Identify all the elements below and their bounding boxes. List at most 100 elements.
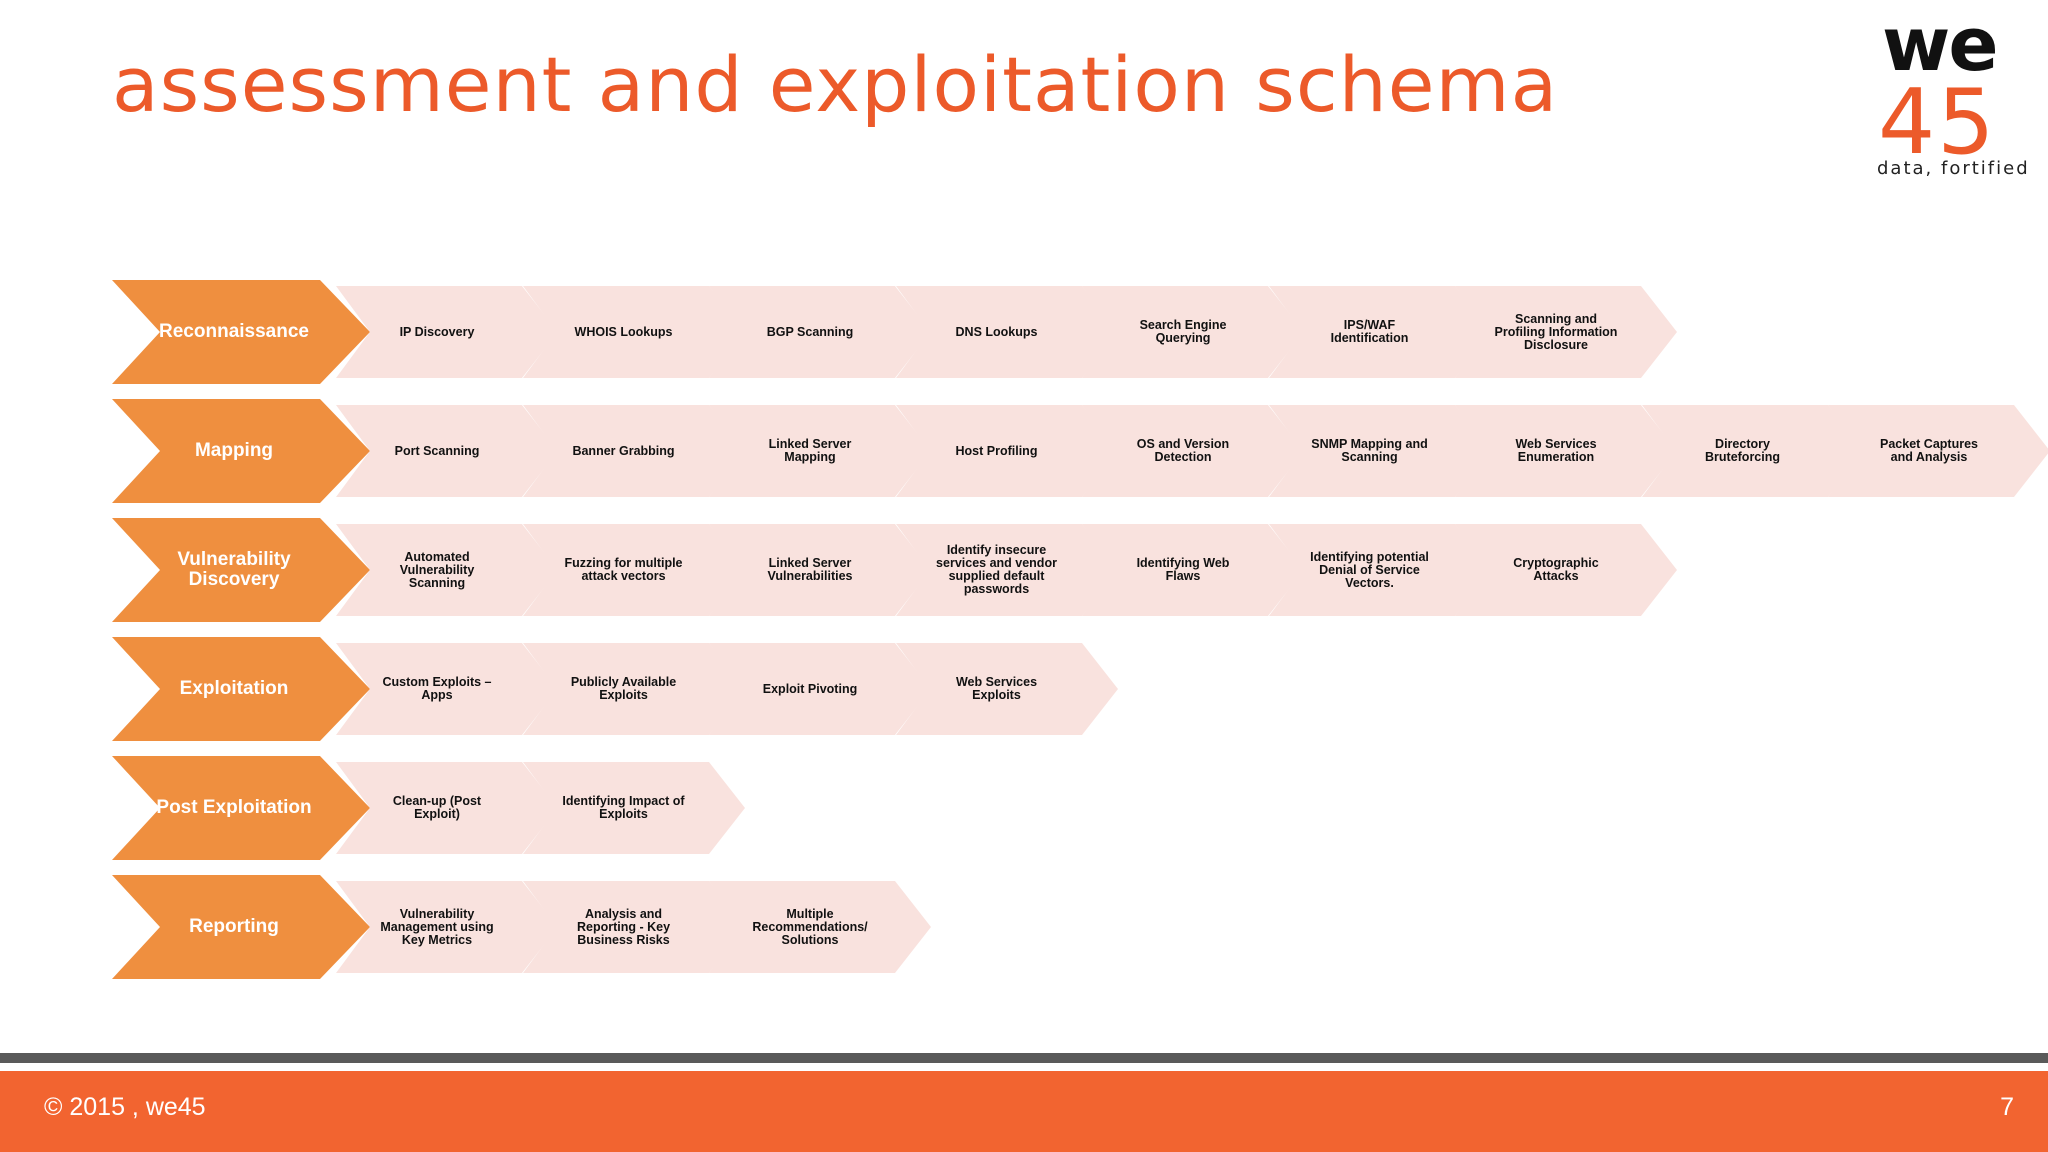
step-chevron-shape — [336, 524, 558, 616]
step-chevron: Custom Exploits –Apps — [336, 643, 558, 735]
logo-we-text: we — [1882, 2, 1999, 88]
step-chevron-shape — [1455, 524, 1677, 616]
phase-chevron-shape — [112, 756, 370, 860]
step-label: IP Discovery — [399, 324, 475, 339]
step-chevron-shape — [522, 524, 745, 616]
step-chevron-shape — [1828, 405, 2048, 497]
phase-row-mapping: Mapping Port Scanning Banner Grabbing Linke… — [0, 399, 2048, 503]
step-chevron-shape — [1082, 524, 1304, 616]
step-label: Custom Exploits –Apps — [382, 675, 492, 702]
phase-row-exploitation: Exploitation Custom Exploits –Apps Publicl… — [0, 637, 2048, 741]
step-label: Exploit Pivoting — [762, 681, 858, 696]
logo-tagline: data, fortified — [1877, 158, 2030, 179]
step-chevron-shape — [336, 405, 558, 497]
step-chevron: Banner Grabbing — [522, 405, 745, 497]
footer-bar: © 2015 , we45 7 — [0, 1071, 2048, 1152]
step-label: BGP Scanning — [766, 324, 854, 339]
step-chevron-shape — [336, 643, 558, 735]
phase-chevron-shape — [112, 875, 370, 979]
step-chevron-shape — [1082, 405, 1304, 497]
we45-logo: we 45 data, fortified — [1872, 2, 2032, 184]
phase-chevron: Post Exploitation — [112, 756, 370, 860]
footer-copyright: © 2015 , we45 — [44, 1093, 206, 1121]
step-chevron-shape — [895, 286, 1118, 378]
phase-chevron-shape — [112, 518, 370, 622]
step-chevron-shape — [336, 881, 558, 973]
step-label: WHOIS Lookups — [574, 324, 673, 339]
step-chevron-shape — [1268, 405, 1491, 497]
step-chevron-shape — [895, 643, 1118, 735]
phase-chevron-shape — [112, 399, 370, 503]
phase-chevron-shape — [112, 280, 370, 384]
step-chevron: IP Discovery — [336, 286, 558, 378]
phase-row-reconnaissance: Reconnaissance IP Discovery WHOIS Lookups B… — [0, 280, 2048, 384]
phase-chevron: Reconnaissance — [112, 280, 370, 384]
step-chevron: WHOIS Lookups — [522, 286, 745, 378]
phase-label: Reconnaissance — [159, 321, 309, 342]
phase-chevron-shape — [112, 637, 370, 741]
phase-label: Exploitation — [179, 678, 289, 699]
step-label: Host Profiling — [955, 443, 1038, 458]
phase-label: Reporting — [189, 916, 279, 937]
logo-number: 45 — [1878, 70, 1997, 175]
step-chevron-shape — [709, 286, 931, 378]
step-label: Port Scanning — [394, 443, 480, 458]
step-chevron-shape — [522, 405, 745, 497]
step-chevron-shape — [709, 405, 931, 497]
step-chevron: Exploit Pivoting — [709, 643, 931, 735]
step-chevron: Port Scanning — [336, 405, 558, 497]
phase-chevron: Mapping — [112, 399, 370, 503]
slide-title: assessment and exploitation schema — [112, 40, 1559, 129]
step-chevron: Host Profiling — [895, 405, 1118, 497]
step-chevron-shape — [1268, 286, 1491, 378]
phase-label: Mapping — [194, 440, 274, 461]
step-chevron: BGP Scanning — [709, 286, 931, 378]
phase-label: Post Exploitation — [156, 797, 312, 818]
step-chevron-shape — [522, 643, 745, 735]
step-chevron-shape — [336, 286, 558, 378]
step-chevron-shape — [709, 881, 931, 973]
footer-divider — [0, 1053, 2048, 1063]
page-number: 7 — [2000, 1093, 2014, 1121]
step-chevron-shape — [522, 286, 745, 378]
